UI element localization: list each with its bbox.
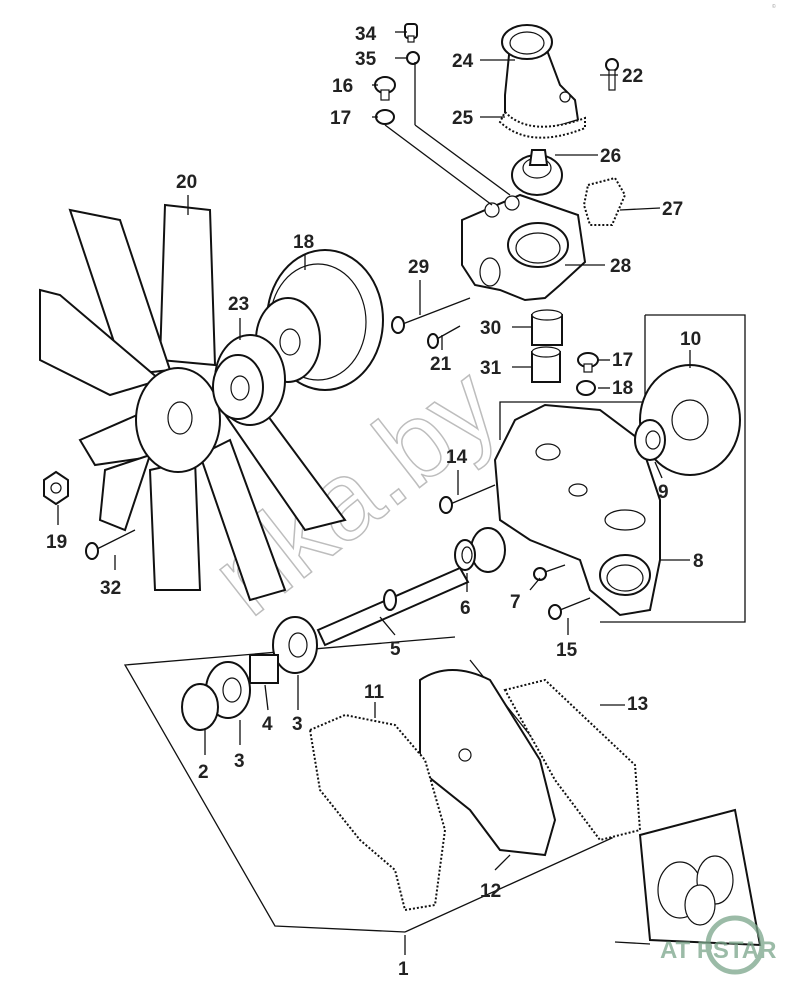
callout-27: 27 (662, 199, 683, 220)
fan-hub (212, 334, 286, 426)
seal-6 (454, 527, 506, 573)
callout-21: 21 (430, 354, 452, 375)
callout-7: 7 (510, 592, 521, 613)
pump-shaft (316, 566, 470, 647)
bearing-3-right (272, 616, 318, 674)
thermostat-outlet (501, 24, 580, 132)
bolt-21 (427, 325, 461, 349)
washer-17-top (375, 109, 395, 125)
callout-labels: 34 35 16 17 24 22 25 26 27 28 20 18 29 2… (46, 24, 704, 980)
callout-1: 1 (398, 959, 409, 980)
callout-25: 25 (452, 108, 474, 129)
callout-17-top: 17 (330, 108, 351, 129)
callout-33: 34 (355, 24, 377, 45)
gasket-13 (503, 678, 642, 842)
gasket-11 (308, 713, 447, 912)
plug-33 (404, 23, 418, 43)
callout-9: 9 (658, 482, 669, 503)
sleeve-30 (531, 309, 563, 346)
callout-18: 18 (293, 232, 314, 253)
callout-30: 30 (480, 318, 501, 339)
callout-26: 26 (600, 146, 621, 167)
sleeve-31 (531, 346, 561, 383)
callout-17-side: 18 (612, 378, 633, 399)
callout-3-right: 3 (292, 714, 303, 735)
pump-housing (493, 403, 661, 617)
callout-32: 32 (100, 578, 121, 599)
callout-4: 4 (262, 714, 273, 735)
callout-15: 15 (556, 640, 578, 661)
kit-outline-housing-left (499, 315, 646, 440)
callout-11: 11 (364, 682, 385, 703)
pump-cover (419, 669, 557, 857)
circlip (181, 683, 219, 731)
callout-14: 14 (446, 447, 468, 468)
impeller (639, 364, 741, 476)
spacer-4 (249, 654, 279, 684)
callout-29: 29 (408, 257, 429, 278)
bolt-15 (548, 597, 591, 620)
bolt-32 (85, 529, 136, 560)
callout-6: 6 (460, 598, 471, 619)
callout-19: 19 (46, 532, 67, 553)
callout-2: 2 (198, 762, 209, 783)
callout-3-left: 3 (234, 751, 245, 772)
nut-19 (43, 470, 69, 506)
callout-20: 20 (176, 172, 197, 193)
callout-24: 24 (452, 51, 474, 72)
seal-9 (634, 419, 666, 461)
svg-text:AT PSTAR: AT PSTAR (660, 937, 776, 964)
logo-watermark: AT PSTAR (660, 915, 776, 975)
callout-5: 5 (390, 639, 401, 660)
callout-12: 12 (480, 881, 501, 902)
bolt-22 (605, 58, 619, 91)
callout-31: 31 (480, 358, 502, 379)
gasket-thermostat (582, 176, 627, 226)
thermostat (511, 149, 563, 196)
callout-10: 10 (680, 329, 701, 350)
bolt-29 (391, 297, 471, 334)
callout-8: 8 (693, 551, 704, 572)
leader-lines (57, 31, 691, 955)
callout-13: 13 (627, 694, 648, 715)
callout-16-top: 16 (332, 76, 353, 97)
plug-16-side (577, 352, 599, 373)
callout-16-side: 17 (612, 350, 633, 371)
callout-28: 28 (610, 256, 631, 277)
callout-22: 22 (622, 66, 643, 87)
gasket-outlet (498, 110, 586, 139)
kit-outline-pump-kit-right (404, 659, 614, 933)
gasket-kit-bag (638, 808, 762, 947)
kit-outline-housing (600, 314, 746, 623)
washer-17-side (576, 380, 596, 396)
washer-34 (406, 51, 420, 65)
bolt-14 (439, 484, 496, 514)
callout-34: 35 (355, 49, 377, 70)
thermostat-housing (461, 193, 587, 302)
callout-23: 23 (228, 294, 249, 315)
plug-16-top (374, 76, 396, 101)
fan-pulley (255, 249, 384, 391)
corner-mark: © (772, 3, 776, 10)
bolt-7 (533, 564, 566, 581)
